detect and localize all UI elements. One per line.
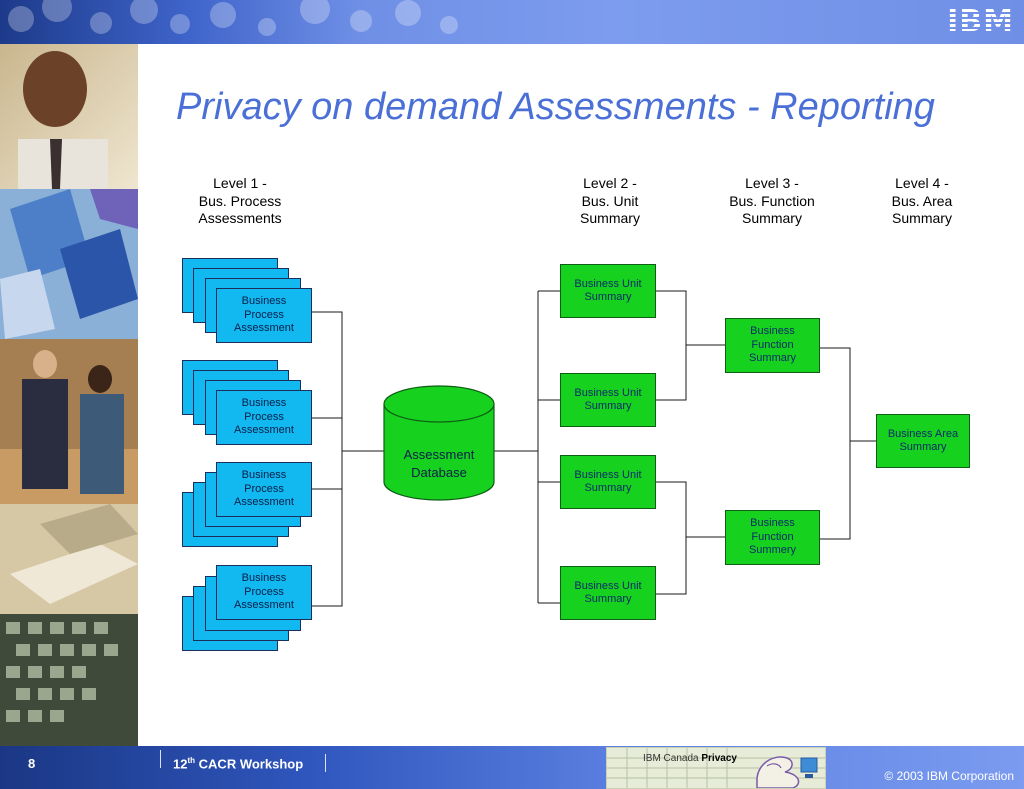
- page-number: 8: [28, 756, 36, 771]
- business-function-summary-line: Function: [751, 530, 794, 543]
- ibm-canada-privacy-logo: IBM Canada Privacy: [606, 747, 826, 789]
- business-unit-summary-line: Summary: [584, 593, 632, 605]
- process-assessment-line: Assessment: [234, 496, 294, 509]
- process-assessment-line: Process: [244, 482, 284, 495]
- process-assessment-line: Business: [241, 295, 287, 308]
- header-level-3-line-3: Summary: [742, 210, 802, 226]
- copyright-text: © 2003 IBM Corporation: [884, 769, 1014, 783]
- assessment-database-cylinder: [383, 385, 495, 501]
- business-function-summary-line: Function: [751, 338, 794, 351]
- process-assessment-line: Assessment: [234, 599, 294, 612]
- workshop-name: CACR Workshop: [198, 756, 304, 772]
- header-level-4-line-1: Level 4 -: [895, 175, 949, 191]
- business-area-summary-line: Business Area: [887, 427, 959, 440]
- business-unit-summary-line: Business Unit: [574, 386, 642, 399]
- business-function-summary-line: Business: [750, 517, 795, 530]
- header-level-1-line-3: Assessments: [198, 210, 282, 226]
- header-level-2-line-3: Summary: [580, 210, 640, 226]
- process-assessment-line: Process: [244, 308, 284, 321]
- workshop-suffix: th: [187, 756, 196, 765]
- database-label-line: Database: [411, 465, 467, 480]
- process-assessment-line: Process: [244, 410, 284, 423]
- privacy-logo-word: Privacy: [701, 753, 737, 764]
- process-assessment-box: Business Process Assessment: [216, 462, 312, 517]
- business-people-photo: [0, 339, 138, 504]
- header-level-4-line-3: Summary: [892, 210, 952, 226]
- header-level-2: Level 2 - Bus. Unit Summary: [550, 175, 670, 228]
- header-level-3-line-1: Level 3 -: [745, 175, 799, 191]
- process-assessment-line: Process: [244, 585, 284, 598]
- business-unit-summary-line: Summary: [584, 400, 632, 412]
- database-label-line: Assessment: [403, 447, 475, 462]
- footer-bar: 8 12th CACR Workshop IBM Canada Privacy …: [0, 746, 1024, 789]
- header-level-1: Level 1 - Bus. Process Assessments: [180, 175, 300, 228]
- presenter-photo: [0, 44, 138, 189]
- business-function-summary-line: Business: [750, 325, 795, 338]
- workshop-title: 12th CACR Workshop: [173, 756, 303, 771]
- process-assessment-box: Business Process Assessment: [216, 288, 312, 343]
- process-assessment-line: Assessment: [234, 424, 294, 437]
- privacy-logo-text: IBM Canada Privacy: [643, 753, 737, 764]
- header-level-4-line-2: Bus. Area: [891, 192, 953, 209]
- business-unit-summary-line: Summary: [584, 291, 632, 303]
- header-level-4: Level 4 - Bus. Area Summary: [862, 175, 982, 228]
- process-assessment-line: Assessment: [234, 322, 294, 335]
- business-unit-summary-line: Business Unit: [574, 579, 642, 592]
- process-assessment-box: Business Process Assessment: [216, 565, 312, 620]
- header-level-2-line-1: Level 2 -: [583, 175, 637, 191]
- header-level-1-line-2: Bus. Process: [198, 192, 282, 209]
- top-banner: IBM: [0, 0, 1024, 44]
- business-function-summary-line: Summary: [748, 352, 797, 365]
- footer-divider: [160, 750, 161, 768]
- header-level-3: Level 3 - Bus. Function Summary: [712, 175, 832, 228]
- database-label: Assessment Database: [384, 446, 494, 482]
- ibm-logo: IBM: [947, 4, 1014, 39]
- tiles-graphic: [0, 189, 138, 339]
- process-assessment-line: Business: [241, 469, 287, 482]
- workshop-number: 12: [173, 756, 188, 772]
- privacy-logo-prefix: IBM Canada: [643, 753, 699, 764]
- process-assessment-line: Business: [241, 397, 287, 410]
- process-assessment-line: Business: [241, 572, 287, 585]
- slide-title: Privacy on demand Assessments - Reportin…: [176, 86, 935, 128]
- business-unit-summary-line: Summary: [584, 482, 632, 494]
- privacy-logo-graphic: [607, 748, 825, 788]
- business-unit-summary-line: Business Unit: [574, 468, 642, 481]
- header-level-2-line-2: Bus. Unit: [581, 192, 639, 209]
- left-photo-strip: [0, 44, 138, 746]
- footer-divider: [325, 754, 326, 772]
- laptop-photo: [0, 504, 138, 614]
- header-level-1-line-1: Level 1 -: [213, 175, 267, 191]
- header-level-3-line-2: Bus. Function: [729, 192, 815, 209]
- business-function-summary-line: Summery: [748, 544, 797, 557]
- process-assessment-box: Business Process Assessment: [216, 390, 312, 445]
- keyboard-pattern: [0, 614, 138, 746]
- business-unit-summary-line: Business Unit: [574, 277, 642, 290]
- business-area-summary-line: Summary: [899, 441, 947, 453]
